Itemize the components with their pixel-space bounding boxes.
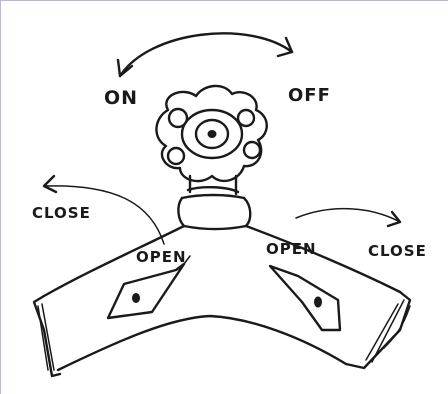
label-open-right: OPEN [266, 240, 317, 258]
right-lever [268, 264, 342, 332]
frame-border-top [0, 0, 448, 1]
rotation-arrow-icon [116, 32, 294, 78]
label-open-left: OPEN [136, 248, 187, 266]
label-close-left: CLOSE [32, 204, 91, 222]
close-right-arrow-icon [295, 207, 402, 228]
label-off: OFF [288, 85, 331, 106]
valve-body [32, 224, 412, 378]
valve-stem [177, 174, 252, 231]
frame-border-left [0, 0, 1, 394]
valve-knob-icon [155, 84, 268, 183]
label-on: ON [104, 87, 138, 109]
close-left-arrow-icon [42, 174, 165, 245]
left-lever [106, 255, 191, 320]
label-close-right: CLOSE [368, 242, 427, 260]
